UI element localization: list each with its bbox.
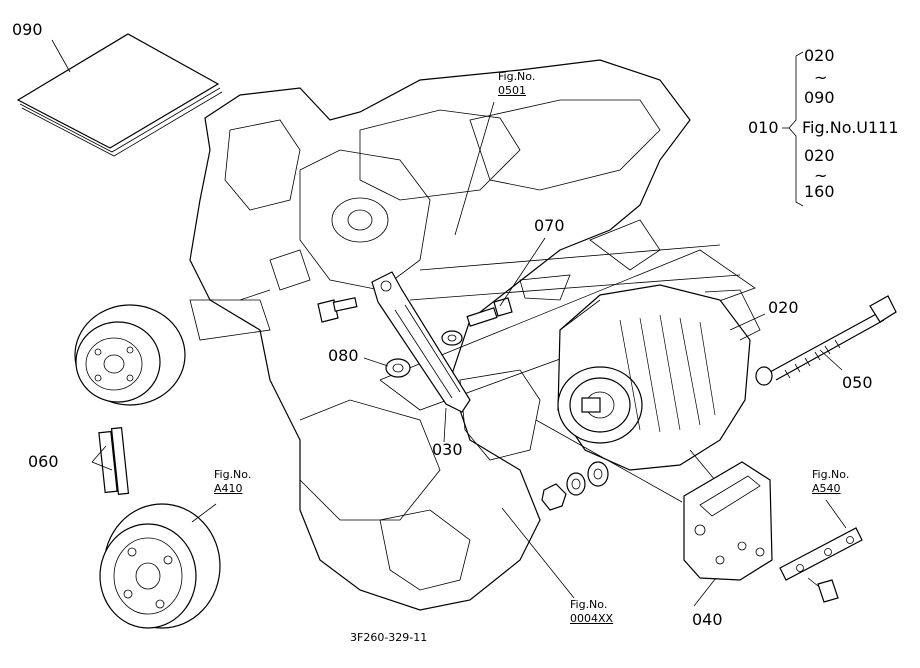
fig-ref-0501: Fig.No. 0501 bbox=[498, 70, 535, 98]
fig-ref-a410-number: A410 bbox=[214, 481, 243, 495]
fig-ref-0004xx: Fig.No. 0004XX bbox=[570, 598, 613, 626]
crank-pulley bbox=[99, 503, 221, 629]
fig-ref-0004xx-number: 0004XX bbox=[570, 611, 614, 625]
washer-arm bbox=[441, 330, 463, 346]
fig-ref-0004xx-label: Fig.No. bbox=[570, 598, 608, 611]
pump-bolt bbox=[317, 297, 358, 323]
nut-washer-stack bbox=[541, 461, 609, 511]
legend-bottom-to: 160 bbox=[804, 182, 835, 201]
label-050: 050 bbox=[842, 373, 873, 392]
adjusting-arm bbox=[371, 271, 471, 413]
fig-ref-0501-label: Fig.No. bbox=[498, 70, 536, 83]
legend-bottom-tilde: ~ bbox=[814, 166, 828, 185]
support-plate bbox=[779, 527, 863, 603]
adjust-bolt bbox=[466, 297, 513, 327]
alternator bbox=[557, 284, 761, 481]
drawing-code: 3F260-329-11 bbox=[350, 631, 428, 644]
fig-ref-0501-number: 0501 bbox=[498, 83, 526, 97]
fig-ref-a540-label: Fig.No. bbox=[812, 468, 850, 481]
engine-block bbox=[189, 59, 741, 611]
legend-bottom-from: 020 bbox=[804, 146, 835, 165]
legend-brace bbox=[782, 51, 804, 207]
label-040: 040 bbox=[692, 610, 723, 629]
legend-fig: Fig.No.U111 bbox=[802, 118, 899, 137]
manual-booklet bbox=[16, 33, 223, 157]
washer-080 bbox=[385, 358, 411, 378]
legend-top-to: 090 bbox=[804, 88, 835, 107]
label-030: 030 bbox=[432, 440, 463, 459]
legend-top-from: 020 bbox=[804, 46, 835, 65]
legend-top-tilde: ~ bbox=[814, 68, 828, 87]
fan-belt bbox=[98, 426, 130, 496]
long-bolt bbox=[755, 295, 897, 386]
label-020: 020 bbox=[768, 298, 799, 317]
label-060: 060 bbox=[28, 452, 59, 471]
alternator-bracket bbox=[683, 461, 773, 581]
fig-ref-a540: Fig.No. A540 bbox=[812, 468, 849, 496]
fig-ref-a410-label: Fig.No. bbox=[214, 468, 252, 481]
fig-ref-a540-number: A540 bbox=[812, 481, 841, 495]
fan-pulley bbox=[74, 304, 186, 406]
drive-belt bbox=[379, 249, 756, 411]
label-080: 080 bbox=[328, 346, 359, 365]
fig-ref-a410: Fig.No. A410 bbox=[214, 468, 251, 496]
label-010: 010 bbox=[748, 118, 779, 137]
leader-lines bbox=[51, 39, 847, 607]
label-090: 090 bbox=[12, 20, 43, 39]
label-070: 070 bbox=[534, 216, 565, 235]
